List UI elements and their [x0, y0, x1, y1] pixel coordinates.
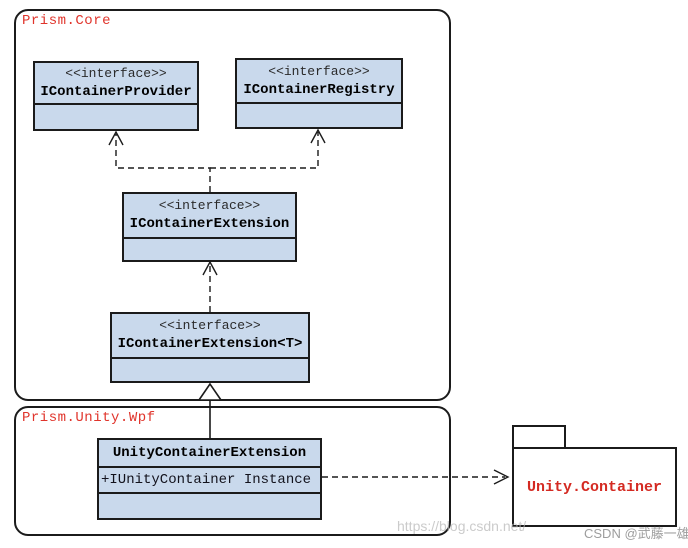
empty-compartment — [99, 494, 320, 518]
class-title: <<interface>> IContainerProvider — [35, 63, 197, 105]
class-box-unitycontainerextension: UnityContainerExtension +IUnityContainer… — [97, 438, 322, 520]
unity-container-package: Unity.Container — [512, 447, 677, 527]
unity-container-label: Unity.Container — [526, 478, 663, 496]
class-box-icontainerregistry: <<interface>> IContainerRegistry — [235, 58, 403, 129]
class-name: IContainerProvider — [40, 83, 192, 100]
arrowhead-unity-container — [493, 469, 510, 485]
stereotype-label: <<interface>> — [268, 63, 370, 79]
empty-compartment — [124, 239, 295, 260]
class-name: IContainerExtension<T> — [117, 336, 303, 352]
class-title: <<interface>> IContainerExtension<T> — [112, 314, 308, 359]
unity-container-package-tab — [512, 425, 566, 449]
package-label-prism-core: Prism.Core — [22, 13, 112, 29]
class-title: UnityContainerExtension — [99, 440, 320, 468]
class-title: <<interface>> IContainerExtension — [124, 194, 295, 239]
package-label-prism-unity-wpf: Prism.Unity.Wpf — [22, 410, 156, 426]
class-name: IContainerExtension — [129, 216, 290, 232]
class-box-icontainerextension: <<interface>> IContainerExtension — [122, 192, 297, 262]
class-name: UnityContainerExtension — [112, 444, 307, 461]
stereotype-label: <<interface>> — [159, 318, 261, 333]
attribute-iunitycontainer-instance: +IUnityContainer Instance — [99, 468, 320, 494]
package-prism-unity-wpf — [14, 406, 451, 536]
package-prism-core — [14, 9, 451, 401]
empty-compartment — [237, 104, 401, 127]
class-box-icontainerprovider: <<interface>> IContainerProvider — [33, 61, 199, 131]
class-title: <<interface>> IContainerRegistry — [237, 60, 401, 104]
watermark-url: https://blog.csdn.net/ — [397, 518, 527, 534]
empty-compartment — [112, 359, 308, 381]
empty-compartment — [35, 105, 197, 129]
stereotype-label: <<interface>> — [158, 198, 261, 213]
stereotype-label: <<interface>> — [65, 65, 167, 81]
class-box-icontainerextension-t: <<interface>> IContainerExtension<T> — [110, 312, 310, 383]
watermark-credit: CSDN @武藤一雄 — [584, 526, 688, 541]
class-name: IContainerRegistry — [243, 81, 395, 98]
